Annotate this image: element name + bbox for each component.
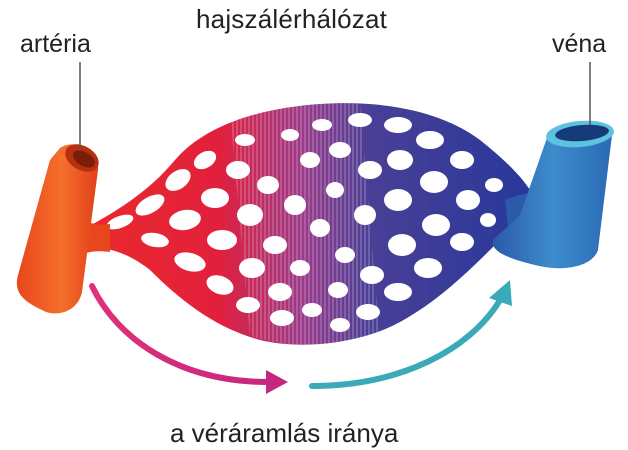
artery xyxy=(17,139,110,314)
capillary-network-label: hajszálérhálózat xyxy=(196,4,387,35)
capillary-network xyxy=(78,102,545,346)
flow-direction-label: a véráramlás iránya xyxy=(170,418,398,449)
arrow-left-head xyxy=(266,370,288,394)
vein-label: véna xyxy=(552,30,606,59)
artery-label: artéria xyxy=(20,30,91,59)
